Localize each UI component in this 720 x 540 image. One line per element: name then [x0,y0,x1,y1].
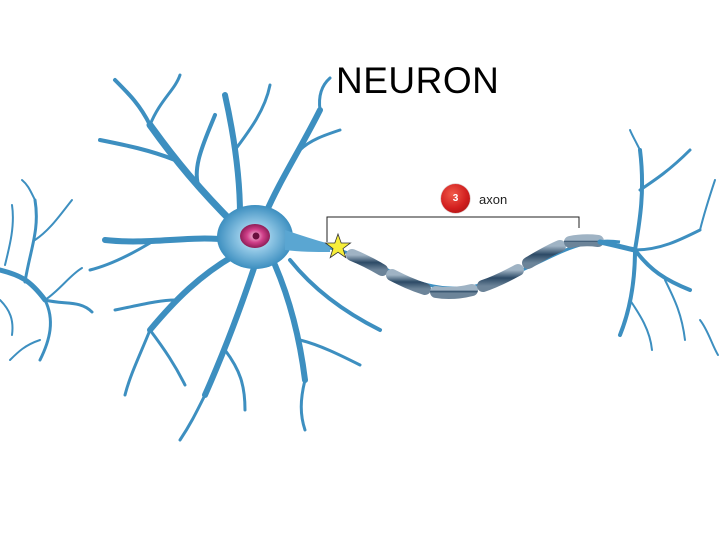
dendrites [88,73,382,442]
nucleolus [252,232,260,240]
slide-title: NEURON [336,60,500,101]
axon [329,234,621,300]
axon-hillock [285,230,330,252]
star-icon [324,232,352,259]
callout-bracket [326,216,580,242]
left-terminal-branches [0,179,94,362]
axon-label: axon [479,192,508,207]
callout-number-badge: 3 [441,184,470,213]
axon-terminals [597,129,719,356]
